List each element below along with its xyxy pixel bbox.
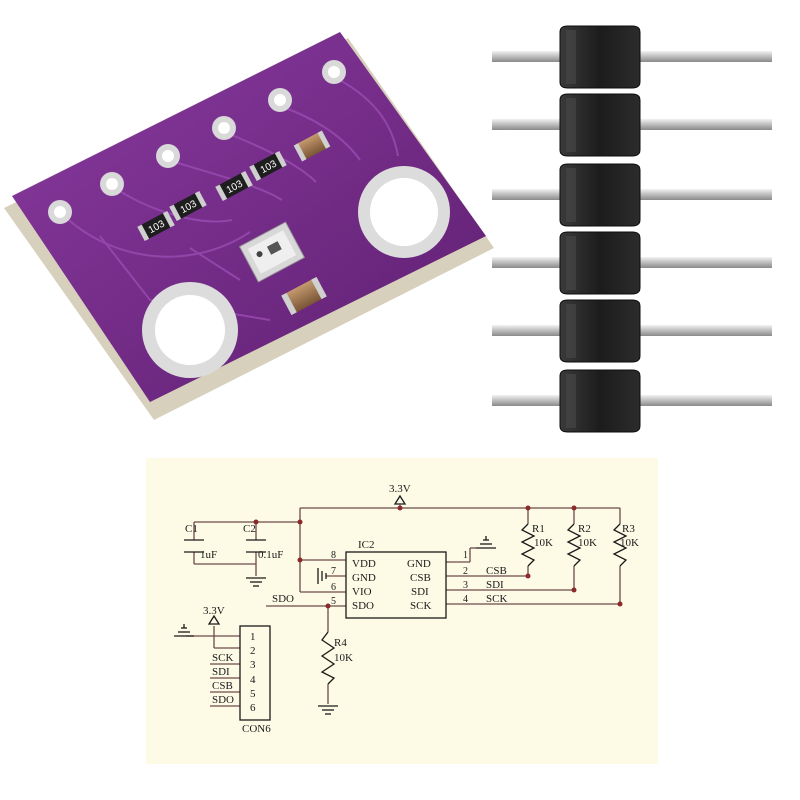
net-label: SCK	[212, 652, 233, 664]
ic-pin-num: 3	[463, 580, 468, 591]
header-plastic-block	[559, 369, 641, 433]
pin-header-photo	[492, 25, 772, 433]
block-highlight	[566, 168, 576, 222]
block-highlight	[566, 30, 576, 84]
header-plastic-block	[559, 231, 641, 295]
header-plastic-block	[559, 299, 641, 363]
res-value: 10K	[334, 652, 353, 664]
net-label: SDO	[212, 694, 234, 706]
con-pin-num: 3	[250, 659, 256, 671]
junctions	[253, 505, 623, 609]
ic2-symbol: IC2 VDD GND VIO SDO 8 7 6 5 GND CSB SDI …	[272, 539, 507, 619]
ic-ref: IC2	[358, 539, 375, 551]
capacitor-c2: C2 0.1uF	[243, 523, 283, 561]
header-plastic-block	[559, 25, 641, 89]
ic-pin-name: GND	[407, 558, 431, 570]
con-ref: CON6	[242, 723, 271, 735]
con-pin-num: 1	[250, 631, 256, 643]
mounting-holes	[142, 166, 450, 378]
ic-pin-num: 6	[331, 582, 336, 593]
net-label: CSB	[486, 565, 507, 577]
net-label: CSB	[212, 680, 233, 692]
net-label: SDI	[212, 666, 230, 678]
res-value: 10K	[534, 537, 553, 549]
ic-pin-num: 8	[331, 550, 336, 561]
sensor-board-photo: 103 103 103 103	[4, 32, 494, 420]
ic-pin-num: 4	[463, 594, 468, 605]
connector-con6: 3.3V 1 2 3 4 5 6 SCK SDI CSB SDO CON6	[203, 605, 271, 735]
resistor-r3: R3 10K	[612, 523, 639, 567]
ground-symbol	[174, 624, 194, 637]
ic-pin-num: 5	[331, 596, 336, 607]
supply-label: 3.3V	[389, 483, 411, 495]
ic-pin-num: 2	[463, 566, 468, 577]
ic-pin-name: VIO	[352, 586, 372, 598]
net-label: SCK	[486, 593, 507, 605]
cap-ref: C2	[243, 523, 256, 535]
res-ref: R3	[622, 523, 635, 535]
cap-value: 0.1uF	[258, 549, 283, 561]
con-pin-num: 4	[250, 674, 256, 686]
ground-symbol	[246, 577, 266, 587]
ic-pin-name: SCK	[410, 600, 431, 612]
header-plastic-block	[559, 163, 641, 227]
block-highlight	[566, 374, 576, 428]
con-pin-num: 6	[250, 702, 256, 714]
pcb-surface	[12, 32, 486, 402]
cap-ref: C1	[185, 523, 198, 535]
res-value: 10K	[620, 537, 639, 549]
res-ref: R1	[532, 523, 545, 535]
smd-capacitors	[281, 130, 331, 316]
schematic-diagram: 3.3V	[146, 458, 658, 764]
pressure-sensor-chip	[238, 221, 306, 283]
ic-pin-name: CSB	[410, 572, 431, 584]
ground-symbol	[318, 705, 338, 715]
wires	[186, 507, 621, 707]
ic-pin-num: 7	[331, 566, 336, 577]
supply-label: 3.3V	[203, 605, 225, 617]
net-label: SDO	[272, 593, 294, 605]
capacitor-c1: C1 1uF	[184, 523, 217, 561]
ic-pin-name: GND	[352, 572, 376, 584]
res-value: 10K	[578, 537, 597, 549]
ic-pin-name: VDD	[352, 558, 376, 570]
con-pin-num: 5	[250, 688, 256, 700]
cap-value: 1uF	[200, 549, 217, 561]
smd-resistors: 103 103 103 103	[137, 150, 287, 242]
block-highlight	[566, 98, 576, 152]
ic-pin-num: 1	[463, 550, 468, 561]
header-pads	[48, 60, 346, 224]
res-ref: R2	[578, 523, 591, 535]
res-ref: R4	[334, 637, 347, 649]
block-highlight	[566, 236, 576, 290]
con-pin-num: 2	[250, 645, 256, 657]
header-plastic-block	[559, 93, 641, 157]
ground-symbol	[317, 568, 327, 584]
ground-symbol	[470, 536, 496, 549]
resistor-r1: R1 10K	[520, 523, 553, 567]
net-label: SDI	[486, 579, 504, 591]
block-highlight	[566, 304, 576, 358]
resistor-r4: R4 10K	[320, 631, 353, 685]
resistor-r2: R2 10K	[566, 523, 597, 567]
ic-pin-name: SDO	[352, 600, 374, 612]
ic-pin-name: SDI	[411, 586, 429, 598]
